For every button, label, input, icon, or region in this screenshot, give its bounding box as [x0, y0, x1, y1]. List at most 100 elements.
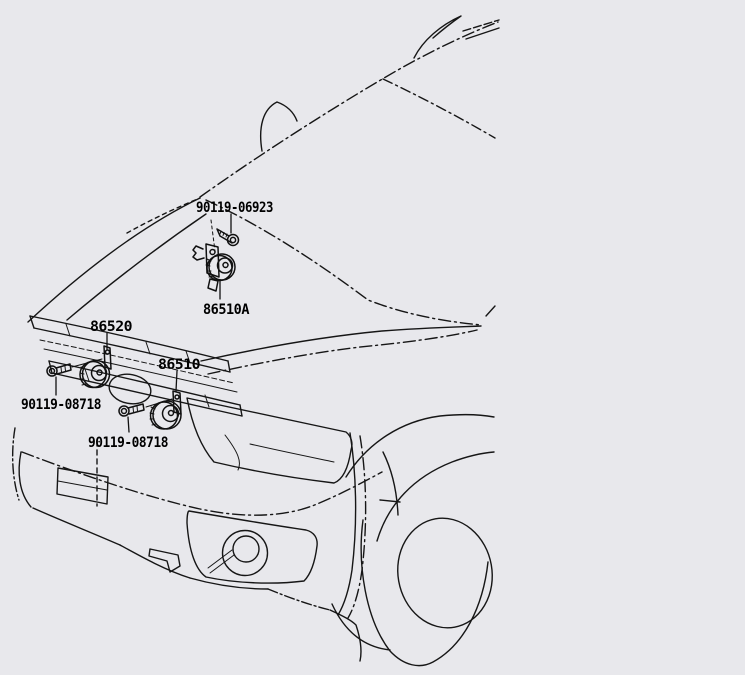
part-label-90119-08718-left[interactable]: 90119-08718 [21, 397, 102, 413]
horn-86520[interactable] [79, 345, 112, 389]
bumper-left-dash [12, 427, 20, 501]
horn-disc-center [96, 369, 103, 376]
bumper-corner-edge [329, 609, 362, 662]
fog-reflector-line [209, 554, 235, 574]
bolt-shaft [127, 403, 145, 415]
grille-bar-cap [239, 404, 243, 417]
horn-rib-tick [206, 258, 212, 262]
bolt-90119-08718-center[interactable] [118, 398, 173, 417]
headlamp-outline [186, 397, 353, 484]
grille-slat-tick [204, 394, 210, 408]
bumper-lower-edge [32, 507, 121, 546]
horn-disc-ring [216, 257, 234, 274]
bolt-thread-tick [132, 405, 138, 413]
horn-rib-tick [80, 366, 86, 370]
bumper-skid-edge [267, 588, 331, 611]
grille-bar-cap [227, 360, 231, 373]
bolt-head-center [120, 407, 128, 415]
flare-step-tick [379, 499, 401, 503]
bumper-lower-edge [119, 544, 191, 579]
bolt-shaft [216, 228, 233, 244]
bolt-head [46, 365, 58, 377]
bolt-head-center [229, 236, 237, 244]
bolt-thread-tick [219, 230, 228, 238]
tow-hook [148, 548, 181, 573]
horn-rib-tick [205, 264, 211, 267]
fog-bezel-outline [186, 510, 318, 584]
fog-reflector-line [207, 549, 233, 569]
license-bracket [56, 467, 109, 505]
part-label-90119-08718-center[interactable]: 90119-08718 [88, 435, 169, 451]
leader-lines [55, 213, 232, 433]
horn-bracket-hole [174, 394, 180, 400]
horn-rib-tick [151, 423, 157, 426]
bumper [12, 427, 399, 662]
horn-bracket-clamp [192, 245, 205, 261]
fog-lamp-inner [232, 535, 260, 563]
grille-bar [51, 372, 243, 417]
mud-flap-line [331, 603, 391, 651]
horn-rib-tick [208, 275, 214, 278]
fog-lamp [186, 510, 318, 584]
front-wheel [331, 413, 495, 667]
fender-flare-arc [345, 413, 495, 478]
bolt-shaft [55, 363, 72, 375]
horn-bracket-plate [103, 345, 112, 370]
horn-bracket-hole [104, 349, 111, 355]
bolt-90119-06923[interactable] [210, 219, 240, 252]
grille-bar [39, 339, 235, 384]
horn-rib-tick [150, 406, 156, 410]
horn-disc-center [222, 261, 229, 269]
headlamp-inner-line [249, 443, 335, 463]
license-bracket-line [57, 480, 108, 491]
roof-rail-line [462, 19, 500, 32]
fender-tick [485, 305, 496, 317]
wheel-rim [397, 517, 493, 629]
bolt-axis-dash [210, 219, 216, 252]
headlamp-inner-line [224, 434, 240, 471]
grille-slat-tick [145, 341, 151, 355]
tire-outline [360, 519, 489, 667]
a-pillar-inner-line [382, 78, 496, 139]
grille-bar [29, 315, 229, 362]
part-label-86510a[interactable]: 86510A [203, 302, 250, 318]
leader-90119-08718-center [127, 416, 130, 433]
fender-top-line [207, 329, 478, 375]
grille-slat-tick [185, 350, 191, 364]
bumper-skid-edge [189, 577, 269, 590]
roof-rail-line [465, 27, 500, 40]
grille-bar [33, 327, 231, 373]
bolt-head-center [48, 367, 56, 375]
grille-slat-tick [65, 323, 71, 337]
part-label-86510[interactable]: 86510 [158, 357, 201, 373]
leader-86510 [175, 370, 178, 392]
hood-edge-line [27, 197, 201, 323]
headlamp [186, 397, 353, 484]
horn-lower-tab [207, 278, 219, 292]
bolt-axis-line [71, 358, 103, 368]
bolt-thread-tick [60, 366, 66, 373]
bumper-top-line [21, 451, 383, 516]
horn-rib-tick [79, 372, 85, 375]
grille-emblem-oval [108, 373, 152, 405]
arch-front-edge [382, 451, 399, 516]
horn-assembly-86510a[interactable] [192, 243, 236, 292]
bolt-90119-08718-left[interactable] [46, 358, 103, 377]
horn-disc-ring [161, 404, 180, 423]
horn-rib-tick [81, 383, 87, 386]
grille-slat-tick [84, 368, 90, 382]
grille [29, 315, 243, 417]
fender-flare-arc [376, 451, 495, 542]
bumper-seam-line [347, 435, 367, 619]
horn-bracket-hole [209, 248, 216, 256]
part-labels: 90119-06923 86510A 86520 86510 90119-087… [21, 200, 274, 451]
part-label-86520[interactable]: 86520 [90, 319, 133, 335]
part-label-90119-06923[interactable]: 90119-06923 [196, 200, 274, 216]
vehicle-body-outline [27, 15, 500, 375]
bolt-axis-line [145, 398, 173, 408]
horn-disc-center [167, 409, 175, 417]
horn-rib-tick [149, 412, 155, 415]
roof-hook-line [413, 15, 462, 59]
grille-bar [43, 348, 238, 393]
